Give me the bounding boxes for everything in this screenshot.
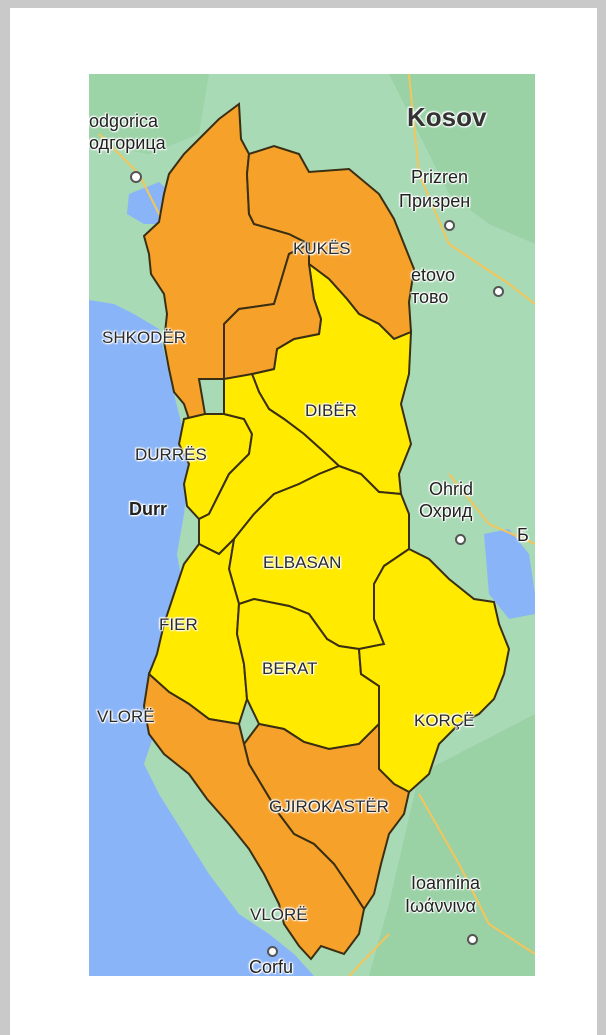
city-dot-tetovo [493, 286, 504, 297]
land-green-patch [389, 74, 535, 244]
place-label: Corfu [249, 957, 294, 976]
region-shkoder-east [223, 242, 323, 380]
city-dot-prizren [444, 220, 455, 231]
region-label-berat: BERAT [262, 659, 318, 678]
city-dot-ohrid [455, 534, 466, 545]
place-label: Ιωάννινα [405, 896, 476, 916]
land-green-patch [89, 74, 209, 154]
city-dot-ioannina [467, 934, 478, 945]
place-label: etovo [411, 265, 456, 285]
place-label: тово [411, 287, 449, 307]
region-label-fier: FIER [159, 615, 198, 634]
region-label-diber: DIBËR [305, 401, 357, 420]
road-line [348, 793, 535, 976]
place-label: odgorica [89, 111, 159, 131]
region-label-gjirokaster: GJIROKASTËR [269, 797, 389, 816]
place-label: Б [517, 525, 529, 545]
land-green-patch [369, 714, 535, 976]
place-label: одгорица [89, 133, 166, 153]
map-canvas [89, 74, 535, 976]
city-dot-podgorica [130, 171, 142, 183]
region-vlore[interactable] [142, 672, 366, 961]
albania-warning-map[interactable]: odgorica одгорица Kosov Prizren Призрен … [89, 74, 535, 976]
country-label: Kosov [407, 102, 487, 132]
place-label: Ioannina [411, 873, 481, 893]
lake-ohrid [484, 529, 535, 619]
region-label-shkoder: SHKODËR [102, 328, 187, 347]
region-label-kukes: KUKËS [293, 239, 351, 258]
city-dot-corfu [267, 946, 278, 957]
region-label-vlore-south: VLORË [250, 905, 308, 924]
place-label: Durr [129, 499, 168, 519]
place-label: Призрен [399, 191, 471, 211]
region-label-elbasan: ELBASAN [263, 553, 342, 572]
place-label: Охрид [419, 501, 473, 521]
region-label-vlore: VLORË [97, 707, 155, 726]
place-label: Ohrid [429, 479, 474, 499]
region-korce[interactable] [357, 547, 511, 794]
region-label-durres: DURRËS [135, 445, 207, 464]
region-label-korce: KORÇË [414, 711, 475, 730]
place-label: Prizren [411, 167, 469, 187]
